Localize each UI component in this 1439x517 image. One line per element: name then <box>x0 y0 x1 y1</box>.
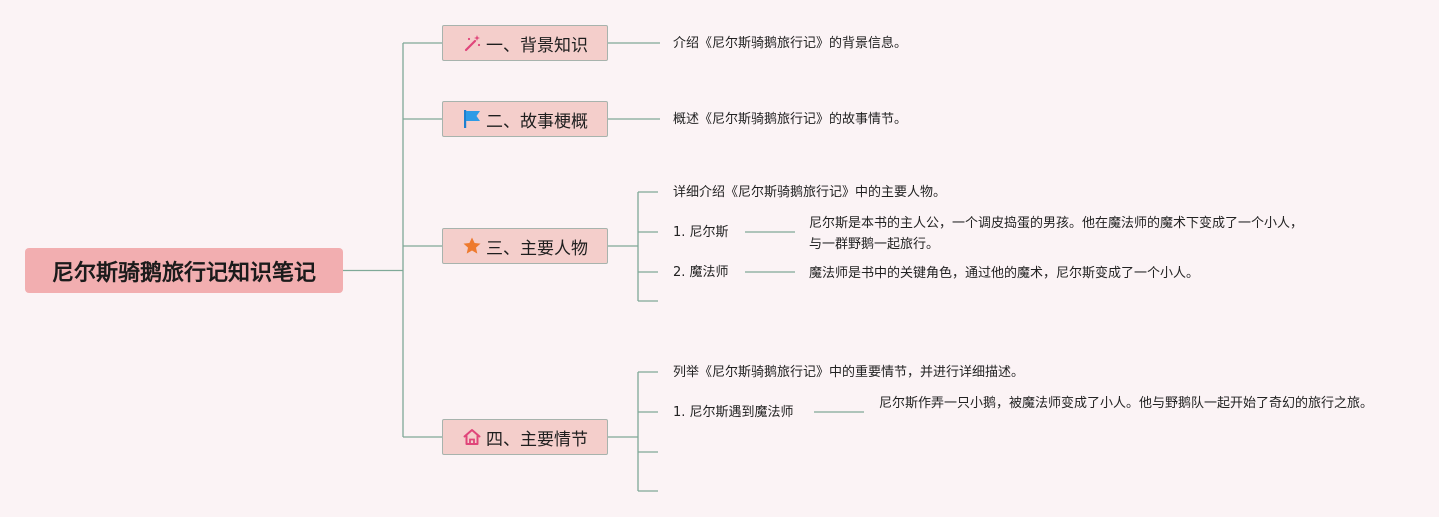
branch-desc: 列举《尼尔斯骑鹅旅行记》中的重要情节，并进行详细描述。 <box>673 365 1025 380</box>
root-title: 尼尔斯骑鹅旅行记知识笔记 <box>51 260 316 286</box>
branch-main-plot[interactable]: 四、主要情节 <box>442 419 608 455</box>
branch-desc: 概述《尼尔斯骑鹅旅行记》的故事情节。 <box>673 112 908 127</box>
branch-label: 三、主要人物 <box>486 238 588 259</box>
branch-desc: 详细介绍《尼尔斯骑鹅旅行记》中的主要人物。 <box>673 185 947 200</box>
flag-icon <box>462 109 482 129</box>
branch-label: 二、故事梗概 <box>486 111 588 132</box>
subtopic-detail: 尼尔斯是本书的主人公，一个调皮捣蛋的男孩。他在魔法师的魔术下变成了一个小人，与一… <box>809 216 1304 252</box>
star-icon <box>462 236 482 256</box>
branch-label: 四、主要情节 <box>486 429 588 450</box>
branch-label: 一、背景知识 <box>486 35 588 56</box>
magic-wand-icon <box>462 33 482 53</box>
subtopic-magician[interactable]: 2. 魔法师 <box>673 265 729 280</box>
root-topic[interactable]: 尼尔斯骑鹅旅行记知识笔记 <box>25 248 343 293</box>
subtopic-detail: 尼尔斯作弄一只小鹅，被魔法师变成了小人。他与野鹅队一起开始了奇幻的旅行之旅。 <box>879 396 1374 411</box>
subtopic-nils[interactable]: 1. 尼尔斯 <box>673 225 729 240</box>
subtopic-detail: 魔法师是书中的关键角色，通过他的魔术，尼尔斯变成了一个小人。 <box>809 266 1200 281</box>
branch-main-characters[interactable]: 三、主要人物 <box>442 228 608 264</box>
subtopic-meeting-magician[interactable]: 1. 尼尔斯遇到魔法师 <box>673 405 794 420</box>
branch-story-summary[interactable]: 二、故事梗概 <box>442 101 608 137</box>
branch-background-knowledge[interactable]: 一、背景知识 <box>442 25 608 61</box>
branch-desc: 介绍《尼尔斯骑鹅旅行记》的背景信息。 <box>673 36 908 51</box>
home-icon <box>462 427 482 447</box>
